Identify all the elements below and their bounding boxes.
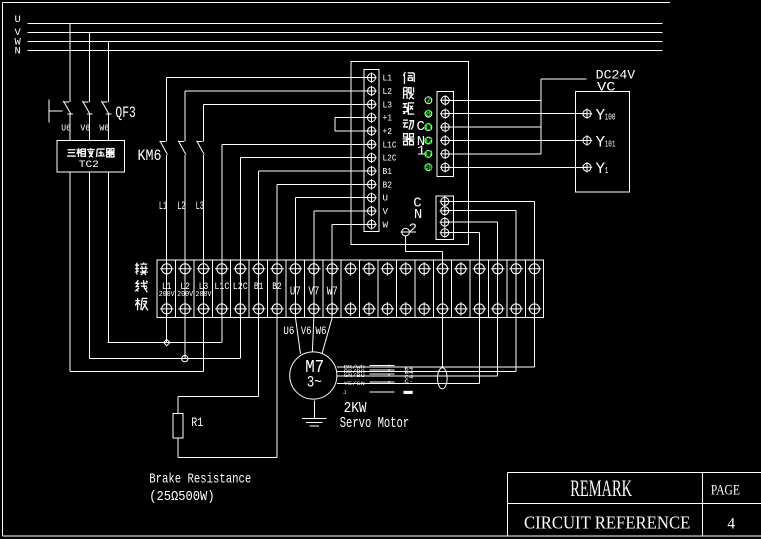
svg-text:W6: W6 [316, 326, 327, 338]
svg-text:B2: B2 [272, 282, 282, 293]
svg-text:V6: V6 [301, 326, 312, 338]
svg-text:U6: U6 [283, 326, 294, 338]
svg-text:L1: L1 [162, 282, 172, 293]
svg-text:RD/BR: RD/BR [344, 368, 366, 375]
svg-text:L2C: L2C [383, 153, 397, 164]
svg-text:Y: Y [596, 133, 606, 151]
svg-text:L2: L2 [180, 282, 190, 293]
svg-text:V: V [383, 206, 389, 217]
svg-text:(25Ω500W): (25Ω500W) [149, 489, 214, 505]
svg-text:L3: L3 [383, 99, 393, 110]
svg-text:+2: +2 [383, 126, 393, 137]
svg-text:101: 101 [605, 139, 616, 149]
svg-text:W: W [383, 219, 389, 230]
svg-text:L2C: L2C [233, 282, 248, 293]
svg-text:2: 2 [409, 222, 417, 238]
svg-text:L3: L3 [196, 201, 204, 213]
svg-text:KM6: KM6 [138, 147, 162, 165]
svg-text:4: 4 [727, 516, 735, 533]
svg-text:Y: Y [596, 107, 606, 125]
svg-text:R1: R1 [191, 415, 203, 430]
svg-text:L2: L2 [177, 201, 185, 213]
svg-text:CIRCUIT REFERENCE: CIRCUIT REFERENCE [524, 513, 690, 533]
svg-text:DC24V: DC24V [596, 68, 636, 83]
svg-text:YE/GN: YE/GN [344, 380, 365, 387]
svg-text:N: N [15, 45, 21, 57]
svg-text:BK/WH: BK/WH [344, 363, 365, 370]
svg-text:17: 17 [424, 150, 433, 161]
svg-text:1: 1 [605, 166, 609, 176]
svg-text:U6: U6 [61, 123, 71, 134]
svg-text:L1: L1 [383, 73, 393, 84]
svg-text:B4: B4 [404, 369, 414, 376]
svg-text:L1C: L1C [214, 282, 229, 293]
svg-text:B1: B1 [254, 282, 264, 293]
svg-text:+1: +1 [383, 113, 393, 124]
svg-text:2KW: 2KW [344, 400, 367, 417]
svg-text:200V: 200V [177, 291, 193, 299]
svg-text:TC2: TC2 [79, 159, 99, 171]
svg-text:W6: W6 [99, 123, 109, 134]
svg-text:12: 12 [424, 137, 433, 148]
svg-text:U: U [15, 14, 21, 26]
svg-text:Brake Resistance: Brake Resistance [149, 472, 251, 488]
svg-text:K4: K4 [404, 365, 414, 372]
svg-text:M7: M7 [305, 358, 324, 378]
svg-text:8: 8 [425, 110, 431, 121]
svg-text:200V: 200V [195, 291, 211, 299]
svg-text:40: 40 [424, 163, 433, 174]
svg-text:L2: L2 [383, 86, 393, 97]
svg-text:L1: L1 [159, 201, 167, 213]
svg-text:U7: U7 [290, 284, 301, 298]
svg-text:Servo Motor: Servo Motor [340, 415, 410, 432]
svg-text:W7: W7 [327, 284, 338, 298]
svg-text:N: N [414, 207, 422, 223]
svg-text:C: C [417, 119, 425, 135]
svg-text:U: U [383, 193, 389, 204]
svg-text:200V: 200V [159, 291, 175, 299]
svg-text:L1C: L1C [383, 139, 397, 150]
svg-text:PAGE: PAGE [711, 482, 740, 498]
svg-text:VC: VC [597, 81, 616, 95]
svg-text:C4: C4 [404, 373, 414, 380]
svg-text:W: W [15, 37, 22, 49]
svg-text:V6: V6 [80, 123, 90, 134]
svg-text:B1: B1 [383, 166, 393, 177]
svg-text:B2: B2 [383, 179, 393, 190]
svg-text:3~: 3~ [307, 373, 322, 391]
svg-text:J: J [343, 389, 346, 396]
svg-text:V: V [15, 27, 22, 39]
svg-text:C: C [413, 195, 421, 211]
svg-text:N: N [417, 134, 425, 150]
svg-text:1: 1 [417, 144, 425, 160]
svg-text:GN/BU: GN/BU [344, 372, 365, 379]
svg-text:7: 7 [425, 96, 431, 107]
svg-text:11: 11 [424, 123, 433, 134]
svg-text:Y: Y [596, 160, 606, 178]
svg-text:C-: C- [404, 378, 413, 385]
svg-text:L3: L3 [199, 282, 209, 293]
svg-text:V7: V7 [308, 284, 319, 298]
svg-text:100: 100 [605, 113, 616, 123]
svg-text:QF3: QF3 [115, 104, 135, 122]
svg-text:REMARK: REMARK [570, 476, 632, 501]
